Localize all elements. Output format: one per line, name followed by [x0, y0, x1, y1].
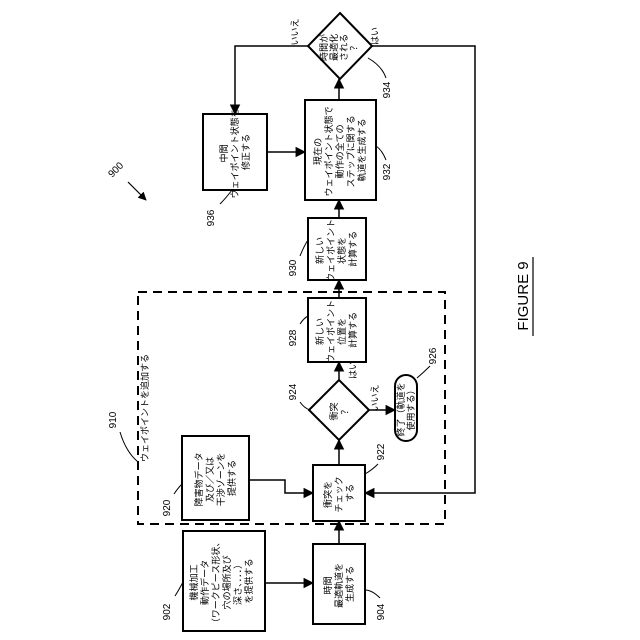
arrow-934-yes-to-922: [365, 46, 475, 493]
leader-932: [376, 146, 386, 160]
terminator-926-text: 終了（軌道を 使用する）: [395, 380, 417, 437]
ref-928: 928: [288, 329, 299, 346]
ref-934: 934: [382, 81, 393, 98]
arrow-934-no-to-936: [235, 46, 308, 114]
leader-924: [300, 402, 310, 410]
ref-926: 926: [428, 347, 439, 364]
leader-920: [174, 484, 182, 494]
leader-910: [120, 432, 138, 462]
ref-936: 936: [206, 209, 217, 226]
ref-920: 920: [162, 499, 173, 516]
leader-930: [300, 240, 308, 256]
label-924-no: いいえ: [370, 384, 381, 411]
waypoint-group-label: ウェイポイントを追加する: [139, 354, 151, 462]
label-924-yes: はい: [348, 361, 359, 379]
leader-934: [368, 58, 386, 78]
arrow-920-to-922: [249, 480, 313, 493]
ref-924: 924: [288, 383, 299, 400]
ref-930: 930: [288, 259, 299, 276]
ref-922: 922: [376, 443, 387, 460]
leader-902: [175, 582, 183, 596]
ref-902: 902: [162, 603, 173, 620]
ref-910: 910: [108, 411, 119, 428]
leader-922: [365, 464, 378, 474]
figure-number: 900: [106, 160, 126, 180]
label-934-no: いいえ: [290, 18, 301, 45]
leader-926: [417, 366, 430, 378]
label-934-yes: はい: [370, 27, 381, 45]
figure-caption: FIGURE 9: [515, 261, 532, 330]
ref-904: 904: [376, 603, 387, 620]
leader-904: [365, 590, 380, 598]
ref-932: 932: [382, 163, 393, 180]
leader-928: [300, 316, 308, 324]
figure-number-arrow: [128, 182, 146, 200]
